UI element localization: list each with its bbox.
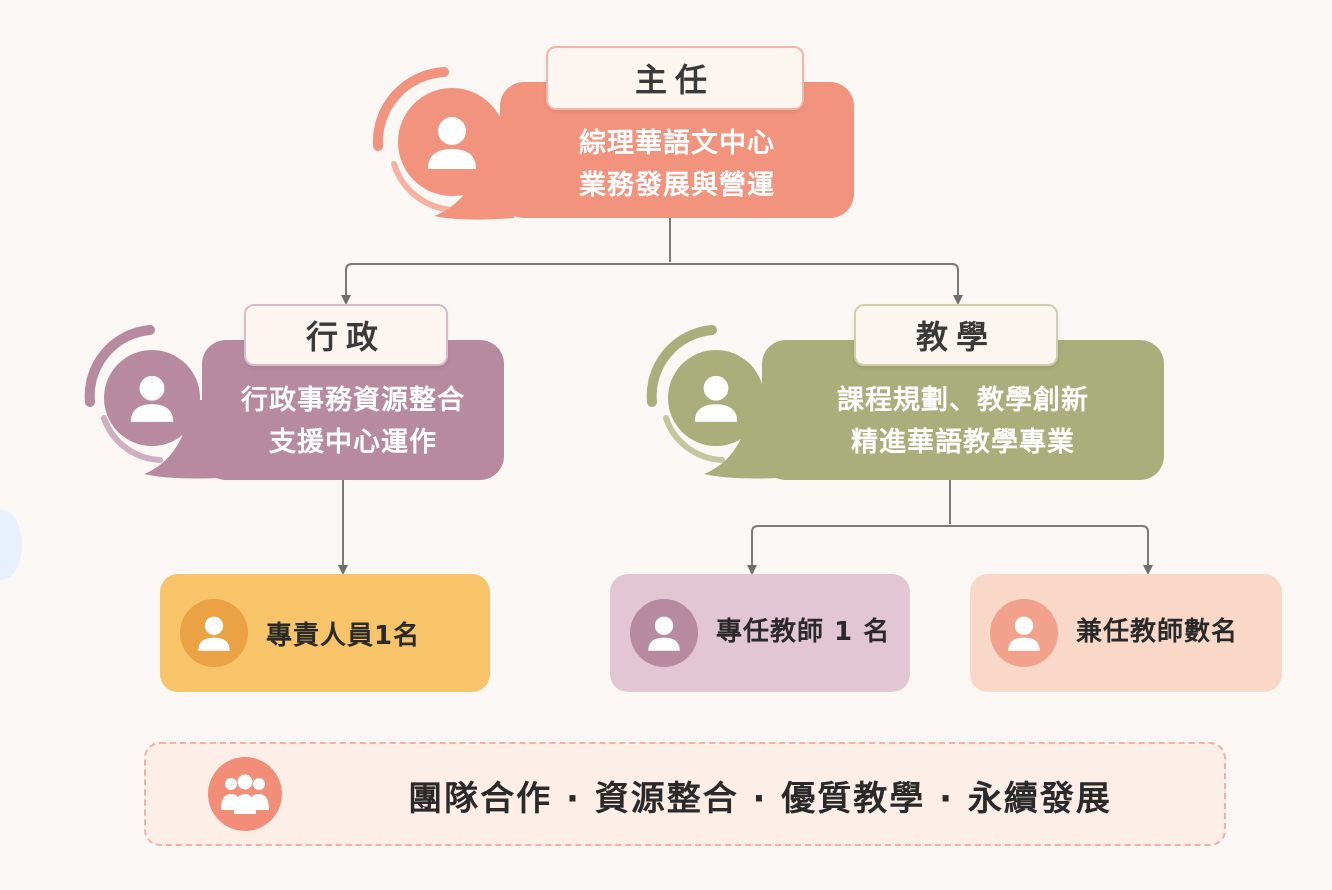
admin-ring-decoration xyxy=(84,325,163,463)
motto-banner xyxy=(144,742,1226,846)
teaching-bubble-tail xyxy=(704,400,780,479)
teaching-ring-decoration xyxy=(646,325,725,463)
person-icon xyxy=(130,375,174,422)
staff-avatar xyxy=(180,599,248,667)
staff-card-parttime-teacher: 兼任教師數名 xyxy=(970,574,1282,692)
person-icon xyxy=(428,117,476,169)
admin-avatar xyxy=(104,350,200,446)
director-ring-decoration xyxy=(372,67,455,213)
team-icon xyxy=(221,774,269,814)
director-desc-line2: 業務發展與營運 xyxy=(579,170,775,201)
motto-text: 團隊合作 · 資源整合 · 優質教學 · 永續發展 xyxy=(408,778,1112,819)
admin-desc-line2: 支援中心運作 xyxy=(269,427,437,458)
person-icon xyxy=(694,375,738,422)
teaching-title: 教學 xyxy=(854,304,1058,366)
staff-label: 專任教師 1 名 xyxy=(716,616,891,647)
staff-label: 兼任教師數名 xyxy=(1076,616,1239,647)
teaching-desc-line1: 課程規劃、教學創新 xyxy=(837,385,1089,416)
teaching-desc-line2: 精進華語教學專業 xyxy=(851,427,1075,458)
staff-card-admin: 專責人員1名 xyxy=(160,574,490,692)
person-icon xyxy=(648,616,680,651)
admin-title: 行政 xyxy=(244,304,448,366)
person-icon xyxy=(1008,616,1040,651)
connector-teaching-branch xyxy=(751,525,1153,575)
connector-director-branch xyxy=(345,263,963,305)
admin-bubble-tail xyxy=(144,400,220,479)
admin-desc-line1: 行政事務資源整合 xyxy=(241,385,465,416)
person-icon xyxy=(198,616,230,651)
director-desc-line1: 綜理華語文中心 xyxy=(579,128,775,159)
teaching-avatar xyxy=(668,350,764,446)
staff-avatar xyxy=(630,599,698,667)
motto-icon-circle xyxy=(208,757,282,831)
staff-avatar xyxy=(990,599,1058,667)
director-title: 主任 xyxy=(546,46,804,110)
edge-decoration xyxy=(0,510,22,580)
director-avatar xyxy=(398,88,506,196)
staff-label: 專責人員1名 xyxy=(266,620,421,651)
staff-card-fulltime-teacher: 專任教師 1 名 xyxy=(610,574,910,692)
